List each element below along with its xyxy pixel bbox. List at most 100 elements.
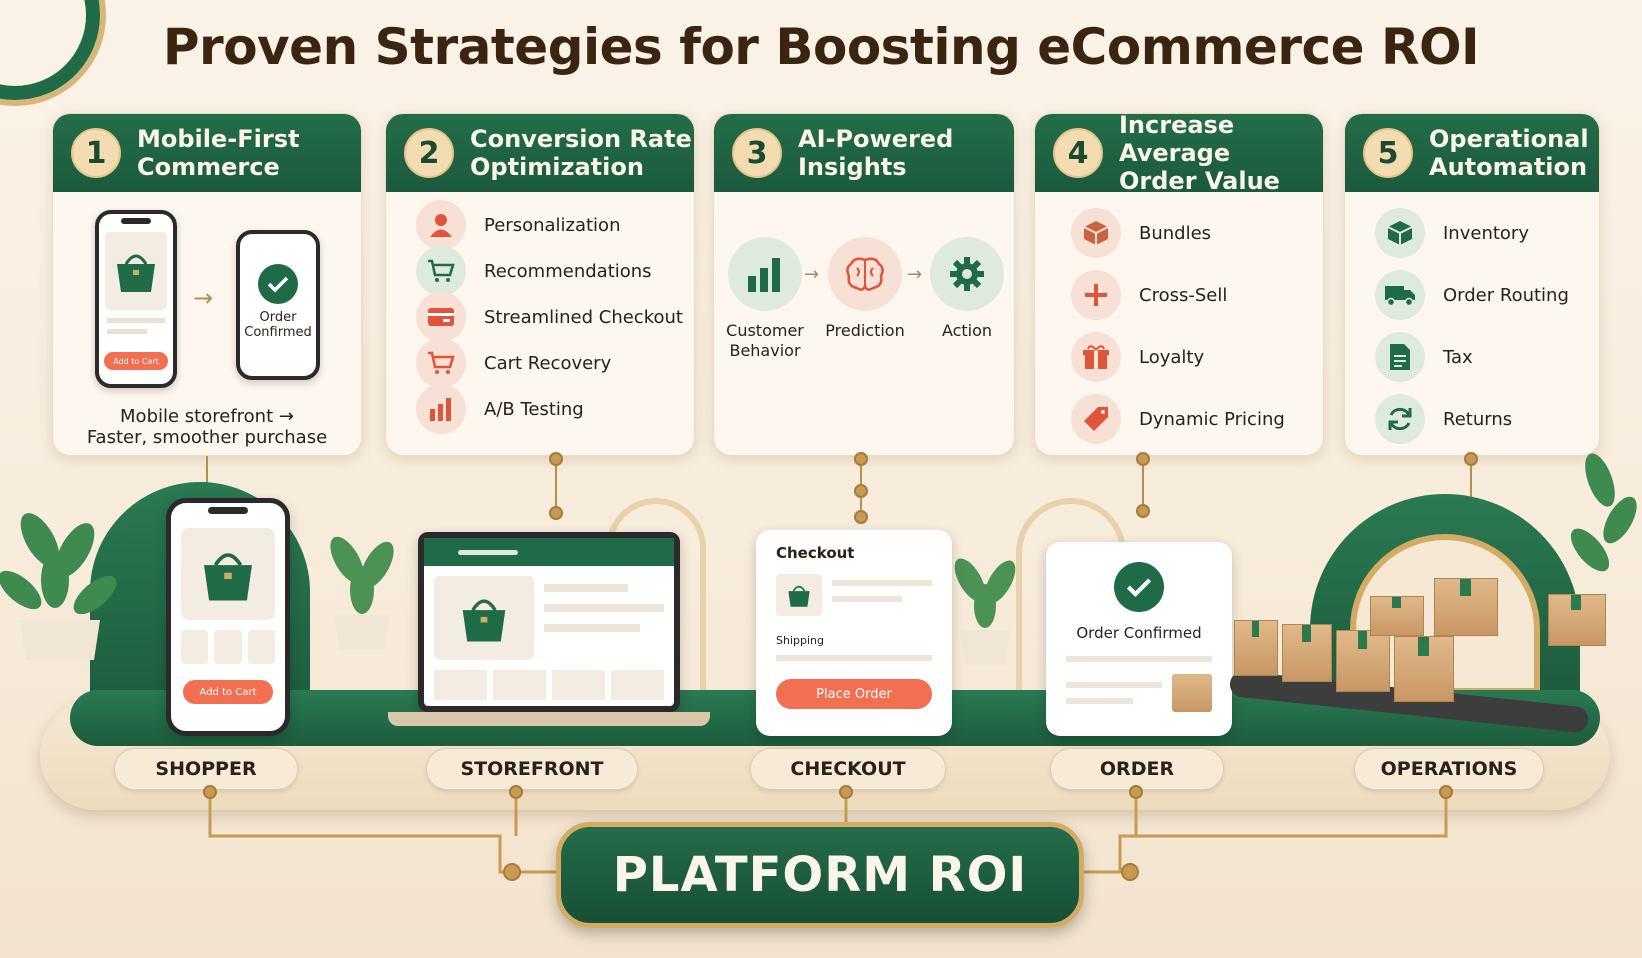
- list-item: Streamlined Checkout: [416, 292, 694, 342]
- checkmark-icon: [1114, 562, 1164, 612]
- document-icon: [1375, 332, 1425, 382]
- checkout-card: Checkout Shipping Place Order: [756, 530, 952, 736]
- connector-line: [206, 456, 208, 496]
- step-number: 4: [1053, 128, 1103, 178]
- strategy-card-order-value: 4 Increase Average Order Value Bundles C…: [1034, 113, 1324, 456]
- connector-dot: [854, 452, 868, 466]
- cube-icon: [1375, 208, 1425, 258]
- arrow-right-icon: →: [907, 264, 923, 285]
- card-caption: Mobile storefront → Faster, smoother pur…: [86, 406, 328, 448]
- card-header: 1 Mobile-First Commerce: [53, 114, 361, 192]
- handbag-icon: [105, 232, 167, 310]
- step-number: 2: [404, 128, 454, 178]
- package-box: [1548, 594, 1606, 646]
- list-item: Inventory: [1375, 202, 1599, 264]
- storefront-laptop: [418, 532, 680, 712]
- confirmation-phone: Order Confirmed: [236, 230, 320, 380]
- person-icon: [416, 200, 466, 250]
- handbag-icon: [776, 574, 822, 616]
- order-confirmed-card: Order Confirmed: [1046, 542, 1232, 736]
- list-item: Tax: [1375, 326, 1599, 388]
- package-box: [1234, 620, 1278, 676]
- package-box: [1282, 624, 1332, 682]
- connector-line: [1470, 456, 1472, 512]
- add-to-cart-button[interactable]: Add to Cart: [104, 352, 168, 370]
- roi-connectors: [203, 785, 1453, 881]
- list-item: Dynamic Pricing: [1071, 388, 1323, 450]
- order-confirmed-title: Order Confirmed: [1076, 624, 1202, 642]
- card-title: Increase Average Order Value: [1119, 113, 1280, 195]
- browser-bar: [424, 538, 674, 566]
- bar-chart-icon: [416, 384, 466, 434]
- refresh-icon: [1375, 394, 1425, 444]
- add-to-cart-button[interactable]: Add to Cart: [183, 680, 273, 704]
- card-header: 5 Operational Automation: [1345, 114, 1599, 192]
- box-icon: [1071, 208, 1121, 258]
- platform-roi-banner: PLATFORM ROI: [556, 822, 1084, 928]
- stage-operations: OPERATIONS: [1354, 748, 1544, 790]
- place-order-button[interactable]: Place Order: [776, 679, 932, 709]
- card-header: 2 Conversion Rate Optimization: [386, 114, 694, 192]
- list-item: Order Routing: [1375, 264, 1599, 326]
- plant-decoration: [954, 558, 1016, 665]
- connector-dot: [549, 452, 563, 466]
- shipping-label: Shipping: [776, 634, 824, 647]
- stage-storefront: STOREFRONT: [426, 748, 638, 790]
- plant-decoration: [1570, 453, 1637, 572]
- gift-icon: [1071, 332, 1121, 382]
- card-header: 4 Increase Average Order Value: [1035, 113, 1323, 195]
- package-box: [1336, 630, 1390, 692]
- stage-shopper: SHOPPER: [114, 748, 298, 790]
- list-item: A/B Testing: [416, 384, 694, 434]
- connector-line: [555, 456, 557, 516]
- page-title: Proven Strategies for Boosting eCommerce…: [162, 18, 1480, 76]
- plant-decoration: [0, 513, 117, 660]
- strategy-card-automation: 5 Operational Automation Inventory Order…: [1344, 113, 1600, 456]
- list-item: Personalization: [416, 200, 694, 250]
- arrow-right-icon: →: [804, 264, 820, 285]
- insight-action: Action: [922, 237, 1012, 341]
- phone-mockup: Add to Cart: [95, 210, 177, 388]
- insight-prediction: Prediction: [820, 237, 910, 341]
- arrow-right-icon: →: [193, 284, 214, 312]
- stage-checkout: CHECKOUT: [750, 748, 946, 790]
- connector-dot: [854, 510, 868, 524]
- connector-line: [1142, 456, 1144, 514]
- package-box: [1394, 636, 1454, 702]
- strategy-list: Bundles Cross-Sell Loyalty Dynamic Prici…: [1035, 192, 1323, 450]
- card-title: Mobile-First Commerce: [137, 125, 300, 181]
- price-tag-icon: [1071, 394, 1121, 444]
- package-icon: [1172, 674, 1212, 712]
- shopper-phone: Add to Cart: [166, 498, 290, 736]
- card-header: 3 AI-Powered Insights: [714, 114, 1014, 192]
- strategy-list: Personalization Recommendations Streamli…: [386, 192, 694, 434]
- plant-decoration: [330, 536, 394, 650]
- cart-icon: [416, 338, 466, 388]
- connector-dot: [1136, 452, 1150, 466]
- bar-chart-icon: [728, 237, 802, 311]
- connector-dot: [1136, 504, 1150, 518]
- list-item: Cross-Sell: [1071, 264, 1323, 326]
- list-item: Recommendations: [416, 246, 694, 296]
- list-item: Cart Recovery: [416, 338, 694, 388]
- strategy-list: Inventory Order Routing Tax Returns: [1345, 192, 1599, 450]
- package-box: [1370, 596, 1424, 636]
- checkmark-icon: [258, 264, 298, 304]
- handbag-icon: [434, 576, 534, 660]
- card-icon: [416, 292, 466, 342]
- checkout-title: Checkout: [776, 544, 855, 562]
- list-item: Returns: [1375, 388, 1599, 450]
- truck-icon: [1375, 270, 1425, 320]
- cart-icon: [416, 246, 466, 296]
- connector-dot: [854, 484, 868, 498]
- card-title: Operational Automation: [1429, 125, 1589, 181]
- connector-dot: [549, 506, 563, 520]
- step-number: 1: [71, 128, 121, 178]
- brain-icon: [828, 237, 902, 311]
- strategy-card-conversion-rate: 2 Conversion Rate Optimization Personali…: [385, 113, 695, 456]
- step-number: 3: [732, 128, 782, 178]
- gear-icon: [930, 237, 1004, 311]
- card-title: Conversion Rate Optimization: [470, 125, 692, 181]
